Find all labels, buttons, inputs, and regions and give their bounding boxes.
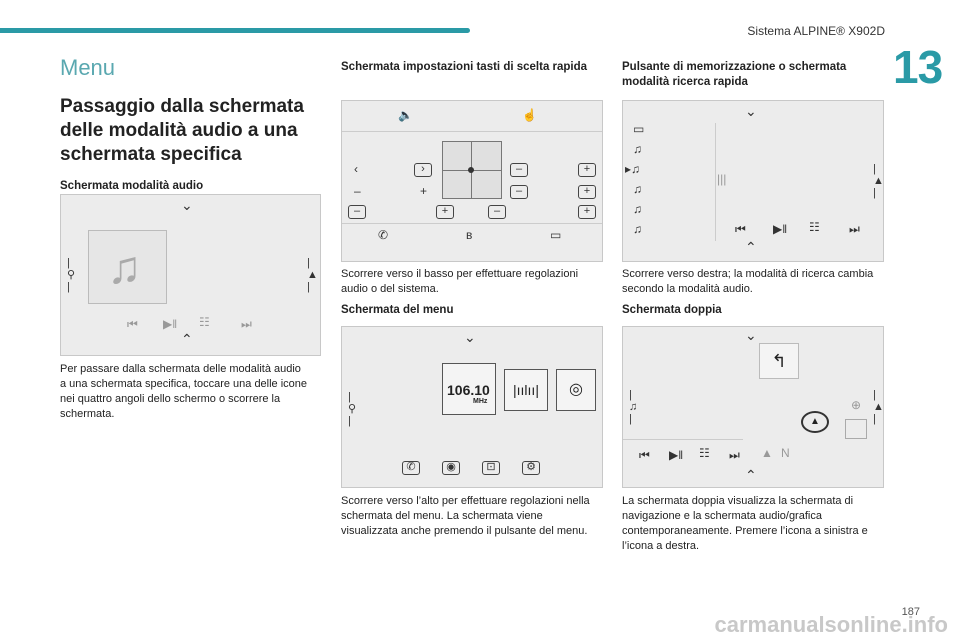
- chevron-down-icon[interactable]: ⌄: [745, 327, 757, 343]
- next-icon[interactable]: ⏭: [849, 222, 860, 236]
- quick-settings-text: Scorrere verso il basso per effettuare r…: [341, 268, 579, 295]
- minus-button-1[interactable]: –: [510, 163, 528, 177]
- settings-icon[interactable]: ⚙: [522, 461, 540, 475]
- search-icon[interactable]: |⚲|: [67, 257, 76, 293]
- list-icon[interactable]: ☷: [199, 315, 210, 329]
- volume-icon[interactable]: 🔈: [398, 108, 413, 122]
- divider: [623, 439, 743, 440]
- next-icon[interactable]: ⏭: [729, 448, 740, 462]
- plus-button-4[interactable]: +: [578, 205, 596, 219]
- scroll-handle[interactable]: |||: [717, 172, 727, 186]
- navigation-icon[interactable]: |▲|: [307, 257, 318, 293]
- navigation-icon[interactable]: |▲|: [873, 389, 884, 425]
- navigation-icon[interactable]: |▲|: [873, 163, 884, 199]
- folder-icon[interactable]: ▭: [633, 122, 645, 136]
- watermark: carmanualsonline.info: [714, 612, 949, 637]
- chevron-up-icon[interactable]: ⌃: [181, 331, 193, 347]
- minus-label: –: [354, 184, 361, 198]
- chevron-down-icon[interactable]: ⌄: [464, 329, 476, 345]
- play-pause-icon[interactable]: ▶ǁ: [669, 448, 684, 462]
- divider: [342, 223, 602, 224]
- page-number: 187: [901, 606, 920, 618]
- album-art: ♫: [88, 230, 167, 304]
- list-icon[interactable]: ☷: [699, 446, 710, 460]
- menu-screen-heading: Schermata del menu: [341, 304, 454, 316]
- section-title: Passaggio dalla schermata delle modalità…: [60, 96, 304, 165]
- divider: [342, 131, 602, 132]
- bluetooth-icon[interactable]: ʙ: [466, 228, 473, 242]
- music-note-icon[interactable]: ♫: [633, 182, 642, 196]
- plus-label: +: [420, 184, 428, 198]
- next-icon[interactable]: ⏭: [241, 317, 252, 331]
- top-accent-bar: [0, 28, 470, 33]
- chevron-down-icon[interactable]: ⌄: [181, 197, 193, 213]
- phone-icon[interactable]: ✆: [378, 228, 389, 242]
- right-button[interactable]: ›: [414, 163, 432, 177]
- connect-icon[interactable]: ◉: [442, 461, 460, 475]
- memory-heading: Pulsante di memorizzazione o schermata m…: [622, 61, 847, 88]
- seat-balance-grid[interactable]: [442, 141, 502, 199]
- previous-icon[interactable]: ⏮: [639, 448, 650, 462]
- phone-icon[interactable]: ✆: [402, 461, 420, 475]
- compass-icon: ▲: [761, 446, 773, 460]
- quick-settings-heading: Schermata impostazioni tasti di scelta r…: [341, 61, 588, 73]
- search-icon[interactable]: |⚲|: [348, 391, 357, 427]
- minus-button-2[interactable]: –: [510, 185, 528, 199]
- minus-button-3[interactable]: –: [348, 205, 366, 219]
- turn-arrow-icon: ↰: [759, 343, 799, 379]
- header-title: Sistema ALPINE® X902D: [747, 24, 885, 38]
- screen-icon[interactable]: ▭: [550, 228, 562, 242]
- divider: [715, 123, 716, 241]
- balance-point: [468, 167, 474, 173]
- memory-text: Scorrere verso destra; la modalità di ri…: [622, 268, 874, 295]
- previous-icon[interactable]: ⏮: [735, 222, 746, 236]
- touch-icon[interactable]: ☝: [522, 108, 537, 122]
- column-1: Menu Passaggio dalla schermata delle mod…: [60, 55, 322, 194]
- list-icon[interactable]: ☷: [809, 220, 820, 234]
- music-note-icon[interactable]: |♫|: [629, 389, 638, 425]
- previous-icon[interactable]: ⏮: [127, 317, 138, 331]
- chevron-up-icon[interactable]: ⌃: [745, 467, 757, 483]
- menu-title: Menu: [60, 55, 116, 80]
- music-note-icon: ♫: [107, 241, 142, 293]
- chapter-number: 13: [893, 41, 943, 93]
- minus-button-4[interactable]: –: [488, 205, 506, 219]
- radio-tile[interactable]: 106.10 MHz: [442, 363, 496, 415]
- double-screen: ⌄ ↰ |♫| |▲| ⊕ ▲ ⏮ ▶ǁ ☷ ⏭ ▲ N ⌃: [622, 326, 884, 488]
- media-tile[interactable]: ◎: [556, 369, 596, 411]
- menu-screen-text: Scorrere verso l’alto per effettuare reg…: [341, 495, 590, 537]
- music-note-playing-icon[interactable]: ▸♫: [625, 162, 641, 176]
- compass-label: N: [781, 446, 790, 460]
- double-screen-heading: Schermata doppia: [622, 304, 722, 316]
- chevron-up-icon[interactable]: ⌃: [745, 239, 757, 255]
- audio-text: Per passare dalla schermata delle modali…: [60, 363, 308, 420]
- chevron-down-icon[interactable]: ⌄: [745, 103, 757, 119]
- zoom-out-icon[interactable]: [845, 419, 867, 439]
- double-screen-text: La schermata doppia visualizza la scherm…: [622, 495, 868, 552]
- vehicle-position-icon: ▲: [801, 411, 829, 433]
- play-pause-icon[interactable]: ▶ǁ: [163, 317, 178, 331]
- menu-screen: ⌄ |⚲| 106.10 MHz |ıılıı| ◎ ✆ ◉ ⊡ ⚙: [341, 326, 603, 488]
- waveform-tile[interactable]: |ıılıı|: [504, 369, 548, 411]
- music-note-icon[interactable]: ♫: [633, 202, 642, 216]
- audio-heading: Schermata modalità audio: [60, 180, 204, 192]
- music-note-icon[interactable]: ♫: [633, 222, 642, 236]
- audio-mode-screen: ⌄ ♫ |⚲| |▲| ⏮ ▶ǁ ☷ ⏭ ⌃: [60, 194, 321, 356]
- plus-button-2[interactable]: +: [578, 185, 596, 199]
- quick-search-screen: ⌄ ▭ ♫ ▸♫ ♫ ♫ ♫ ||| |▲| ⏮ ▶ǁ ☷ ⏭ ⌃: [622, 100, 884, 262]
- music-note-icon[interactable]: ♫: [633, 142, 642, 156]
- zoom-in-icon[interactable]: ⊕: [851, 398, 862, 412]
- radio-unit: MHz: [473, 398, 488, 405]
- car-icon[interactable]: ⊡: [482, 461, 500, 475]
- left-arrow[interactable]: ‹: [354, 162, 358, 176]
- quick-settings-screen: 🔈 ☝ ‹ › – + – + – + – + – + ✆ ʙ ▭: [341, 100, 603, 262]
- plus-button-3[interactable]: +: [436, 205, 454, 219]
- radio-frequency: 106.10: [447, 382, 490, 398]
- plus-button-1[interactable]: +: [578, 163, 596, 177]
- play-pause-icon[interactable]: ▶ǁ: [773, 222, 788, 236]
